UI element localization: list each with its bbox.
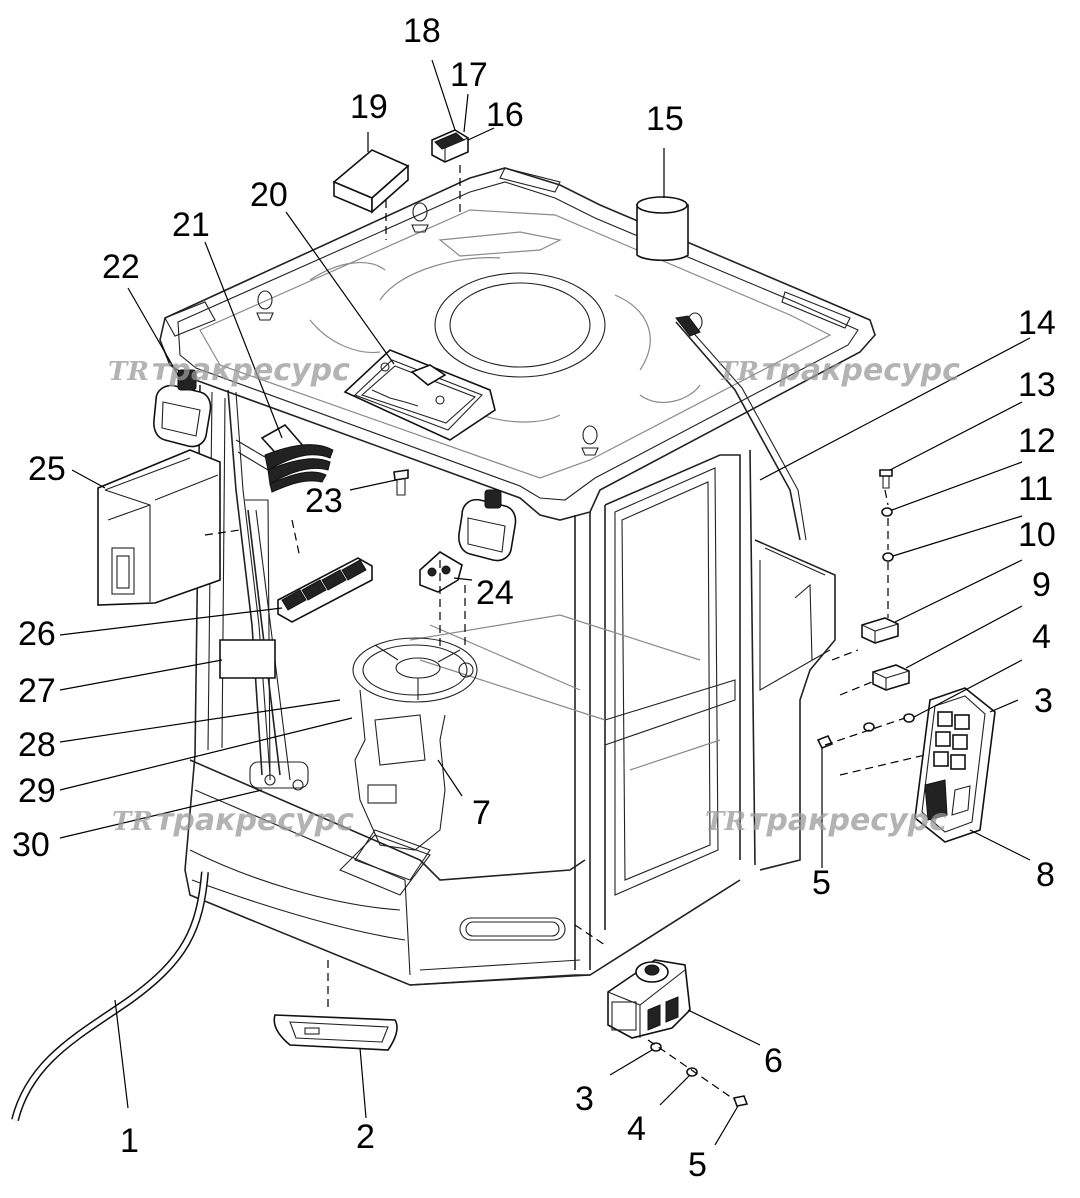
beacon-light [636, 196, 689, 262]
callout-25: 25 [28, 450, 66, 488]
work-lamp-right [458, 489, 517, 562]
roof-unit-box [332, 149, 410, 214]
callout-4: 4 [1032, 618, 1051, 656]
callout-20: 20 [250, 176, 288, 214]
relay-9 [872, 664, 910, 691]
callout-4-bottom: 4 [627, 1110, 646, 1148]
watermark-text-4: тракресурс [749, 803, 947, 838]
watermark-logo-1: TR [108, 357, 149, 387]
callout-3: 3 [1034, 682, 1053, 720]
watermark-text-2: тракресурс [762, 353, 960, 388]
callout-17: 17 [450, 56, 488, 94]
drain-hose [11, 871, 209, 1121]
wiper-motor [260, 423, 334, 493]
watermark-3: TR тракресурс [112, 803, 354, 838]
bolt-23 [393, 469, 409, 496]
watermarks: TR тракресурс TR тракресурс TR тракресур… [108, 353, 960, 838]
washer-12 [881, 507, 893, 517]
steering-column [339, 637, 478, 896]
callout-5: 5 [812, 864, 831, 902]
callout-26: 26 [18, 615, 56, 653]
callout-13: 13 [1018, 366, 1056, 404]
callout-14: 14 [1018, 304, 1056, 342]
callout-24: 24 [476, 574, 514, 612]
callout-11: 11 [1018, 470, 1053, 508]
fasteners-bottom [650, 1042, 749, 1107]
roof-switch [431, 129, 469, 163]
callout-6: 6 [764, 1042, 783, 1080]
callout-29: 29 [18, 772, 56, 810]
callout-10: 10 [1018, 516, 1056, 554]
switch-unit-24 [419, 551, 463, 593]
callout-16: 16 [486, 96, 524, 134]
callout-23: 23 [305, 482, 343, 520]
bolt-13 [879, 469, 893, 489]
callout-labels: 18 17 16 19 15 20 21 22 14 13 12 11 10 9… [12, 12, 1056, 1184]
callout-27: 27 [18, 672, 56, 710]
callout-9: 9 [1032, 566, 1051, 604]
watermark-text-1: тракресурс [152, 353, 350, 388]
watermark-4: TR тракресурс [705, 803, 947, 838]
cab-body [184, 384, 836, 986]
heater-unit [97, 449, 221, 606]
fuse-relay-box [914, 687, 996, 843]
callout-18: 18 [403, 12, 441, 50]
leader-lines [59, 59, 1031, 1146]
callout-8: 8 [1036, 856, 1055, 894]
callout-3-bottom: 3 [575, 1080, 594, 1118]
control-unit [607, 959, 691, 1039]
callout-22: 22 [102, 248, 140, 286]
callout-28: 28 [18, 726, 56, 764]
roof-lamp-panel [343, 349, 496, 441]
assembly-lines [204, 165, 926, 1101]
watermark-text-3: тракресурс [156, 803, 354, 838]
fasteners-right [816, 713, 915, 750]
work-lamp-left [153, 369, 212, 448]
callout-15: 15 [646, 100, 684, 138]
bracket-27 [219, 639, 276, 679]
callout-1: 1 [120, 1122, 139, 1160]
right-wiper-blade [675, 315, 807, 541]
callout-5-bottom: 5 [688, 1146, 707, 1184]
washer-11 [882, 552, 894, 562]
switch-panel [277, 557, 373, 623]
callout-7: 7 [472, 794, 491, 832]
watermark-logo-3: TR [112, 807, 153, 837]
watermark-2: TR тракресурс [718, 353, 960, 388]
watermark-1: TR тракресурс [108, 353, 350, 388]
relay-10 [861, 617, 899, 644]
watermark-logo-2: TR [718, 357, 759, 387]
watermark-logo-4: TR [705, 807, 746, 837]
callout-19: 19 [350, 88, 388, 126]
callout-30: 30 [12, 826, 50, 864]
callout-12: 12 [1018, 422, 1056, 460]
callout-21: 21 [172, 206, 210, 244]
floor-cover [273, 1014, 398, 1051]
callout-2: 2 [356, 1118, 375, 1156]
